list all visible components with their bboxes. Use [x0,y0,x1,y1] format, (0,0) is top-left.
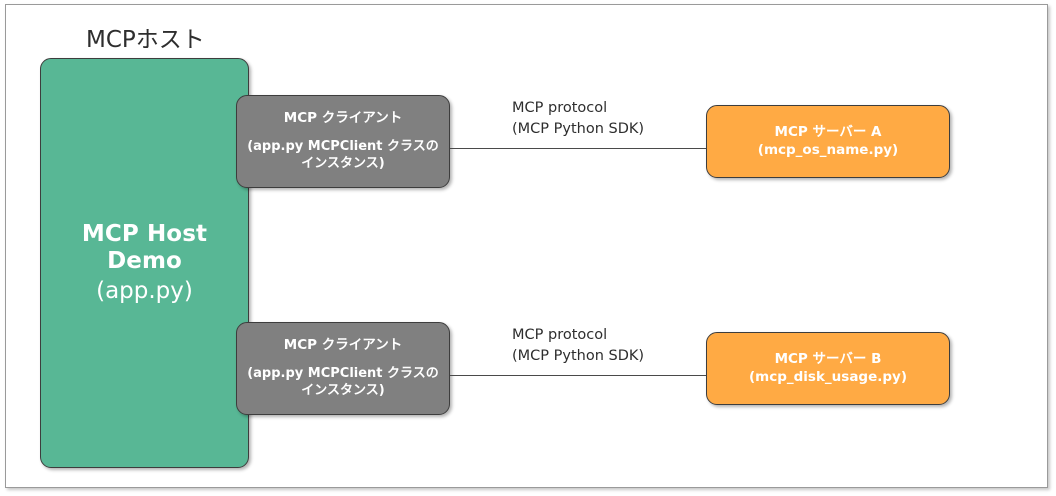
mcp-host-box: MCP Host Demo (app.py) [40,58,249,468]
mcp-client-bottom-title: MCP クライアント [283,337,403,354]
connector-label-bottom: MCP protocol (MCP Python SDK) [512,327,645,364]
mcp-server-b-title: MCP サーバー B [774,351,882,368]
host-caption-label: MCPホスト [86,27,205,53]
mcp-host-title: MCP Host Demo [81,221,208,274]
mcp-host-subtitle: (app.py) [96,278,193,305]
connector-line-top [450,148,706,149]
connector-label-top: MCP protocol (MCP Python SDK) [512,100,645,137]
mcp-client-top-title: MCP クライアント [283,110,403,127]
mcp-client-box-top: MCP クライアント (app.py MCPClient クラスの インスタンス… [236,95,450,188]
connector-line-bottom [450,375,706,376]
mcp-client-box-bottom: MCP クライアント (app.py MCPClient クラスの インスタンス… [236,322,450,415]
mcp-client-bottom-subtitle: (app.py MCPClient クラスの インスタンス) [247,366,439,399]
mcp-server-a-title: MCP サーバー A [774,124,882,141]
mcp-server-b-subtitle: (mcp_disk_usage.py) [748,369,908,385]
mcp-server-box-b: MCP サーバー B (mcp_disk_usage.py) [706,332,950,405]
mcp-server-box-a: MCP サーバー A (mcp_os_name.py) [706,105,950,178]
mcp-server-a-subtitle: (mcp_os_name.py) [757,142,899,158]
mcp-client-top-subtitle: (app.py MCPClient クラスの インスタンス) [247,139,439,172]
